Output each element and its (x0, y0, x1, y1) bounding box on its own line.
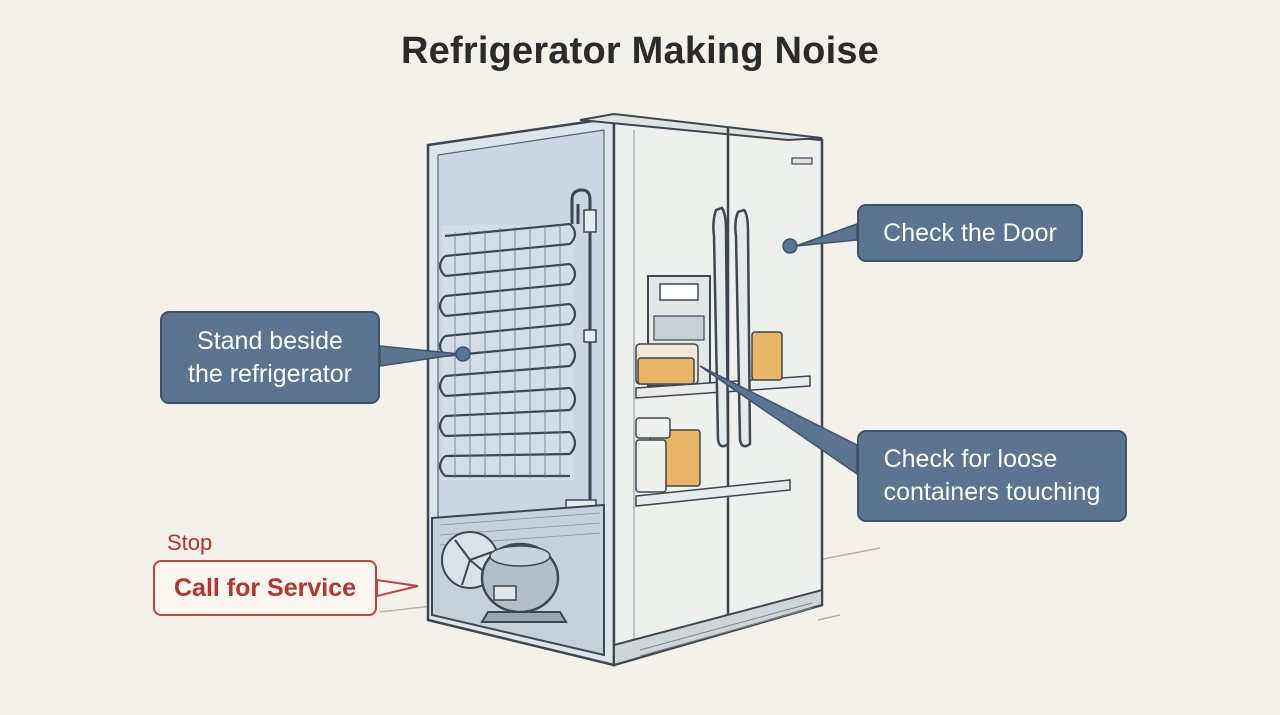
loose-containers-callout: Check for loose containers touching (857, 430, 1127, 522)
loose-containers-line-1: Check for loose (883, 445, 1058, 473)
check-door-text: Check the Door (883, 218, 1057, 247)
stand-beside-line-1: Stand beside (197, 326, 343, 355)
call-for-service-box: Call for Service (153, 560, 377, 616)
stop-label: Stop (167, 530, 213, 555)
stand-beside-callout: Stand beside the refrigerator (160, 311, 380, 404)
diagram-title: Refrigerator Making Noise (401, 30, 879, 72)
loose-containers-line-2: containers touching (883, 478, 1101, 506)
floor-lines (379, 547, 881, 621)
food-containers (635, 331, 783, 493)
compressor-compartment (431, 503, 605, 657)
call-for-service-text: Call for Service (173, 573, 357, 602)
service-pointer (376, 578, 419, 598)
stand-beside-line-2: the refrigerator (188, 359, 352, 388)
callout-pointers (379, 222, 858, 476)
check-door-callout: Check the Door (857, 204, 1083, 262)
